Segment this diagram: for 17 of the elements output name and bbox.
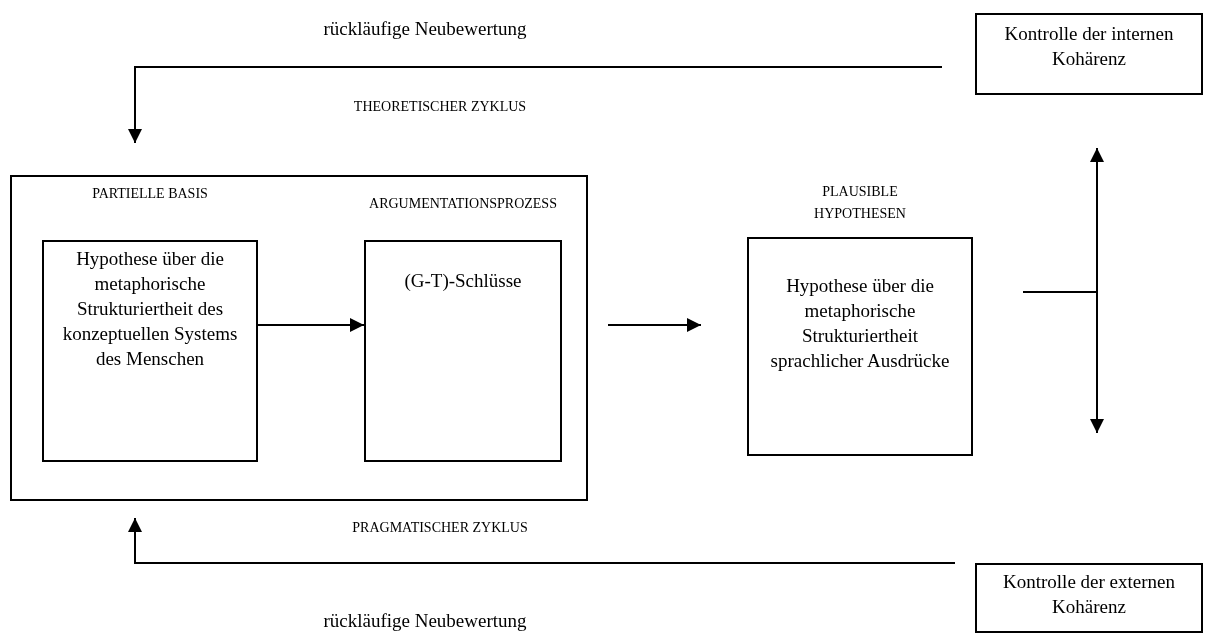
box-heading: PARTIELLE BASIS [91, 185, 209, 203]
box-heading: PLAUSIBLE HYPOTHESEN [813, 183, 907, 223]
box-text: Kontrolle der externen Kohärenz [1002, 570, 1176, 619]
box-text: Hypothese über die metaphorische Strukturiertheit sprachlicher Ausdrücke [769, 274, 951, 373]
box-text: Hypothese über die metaphorische Strukturiertheit des konzeptuellen Systems des Menschen [61, 247, 239, 371]
box-text: (G-T)-Schlüsse [403, 269, 523, 293]
cycle-label: THEORETISCHER ZYKLUS [352, 99, 528, 115]
edge-label: rückläufige Neubewertung [322, 610, 528, 632]
arrow [1022, 291, 1104, 434]
arrow [607, 318, 702, 332]
box-heading: ARGUMENTATIONSPROZESS [368, 195, 558, 213]
box-text: Kontrolle der internen Kohärenz [1003, 22, 1175, 71]
edge-label: rückläufige Neubewertung [322, 18, 528, 40]
arrow [128, 66, 943, 144]
arrow [257, 318, 365, 332]
arrow [128, 517, 956, 564]
cycle-label: PRAGMATISCHER ZYKLUS [351, 520, 529, 536]
